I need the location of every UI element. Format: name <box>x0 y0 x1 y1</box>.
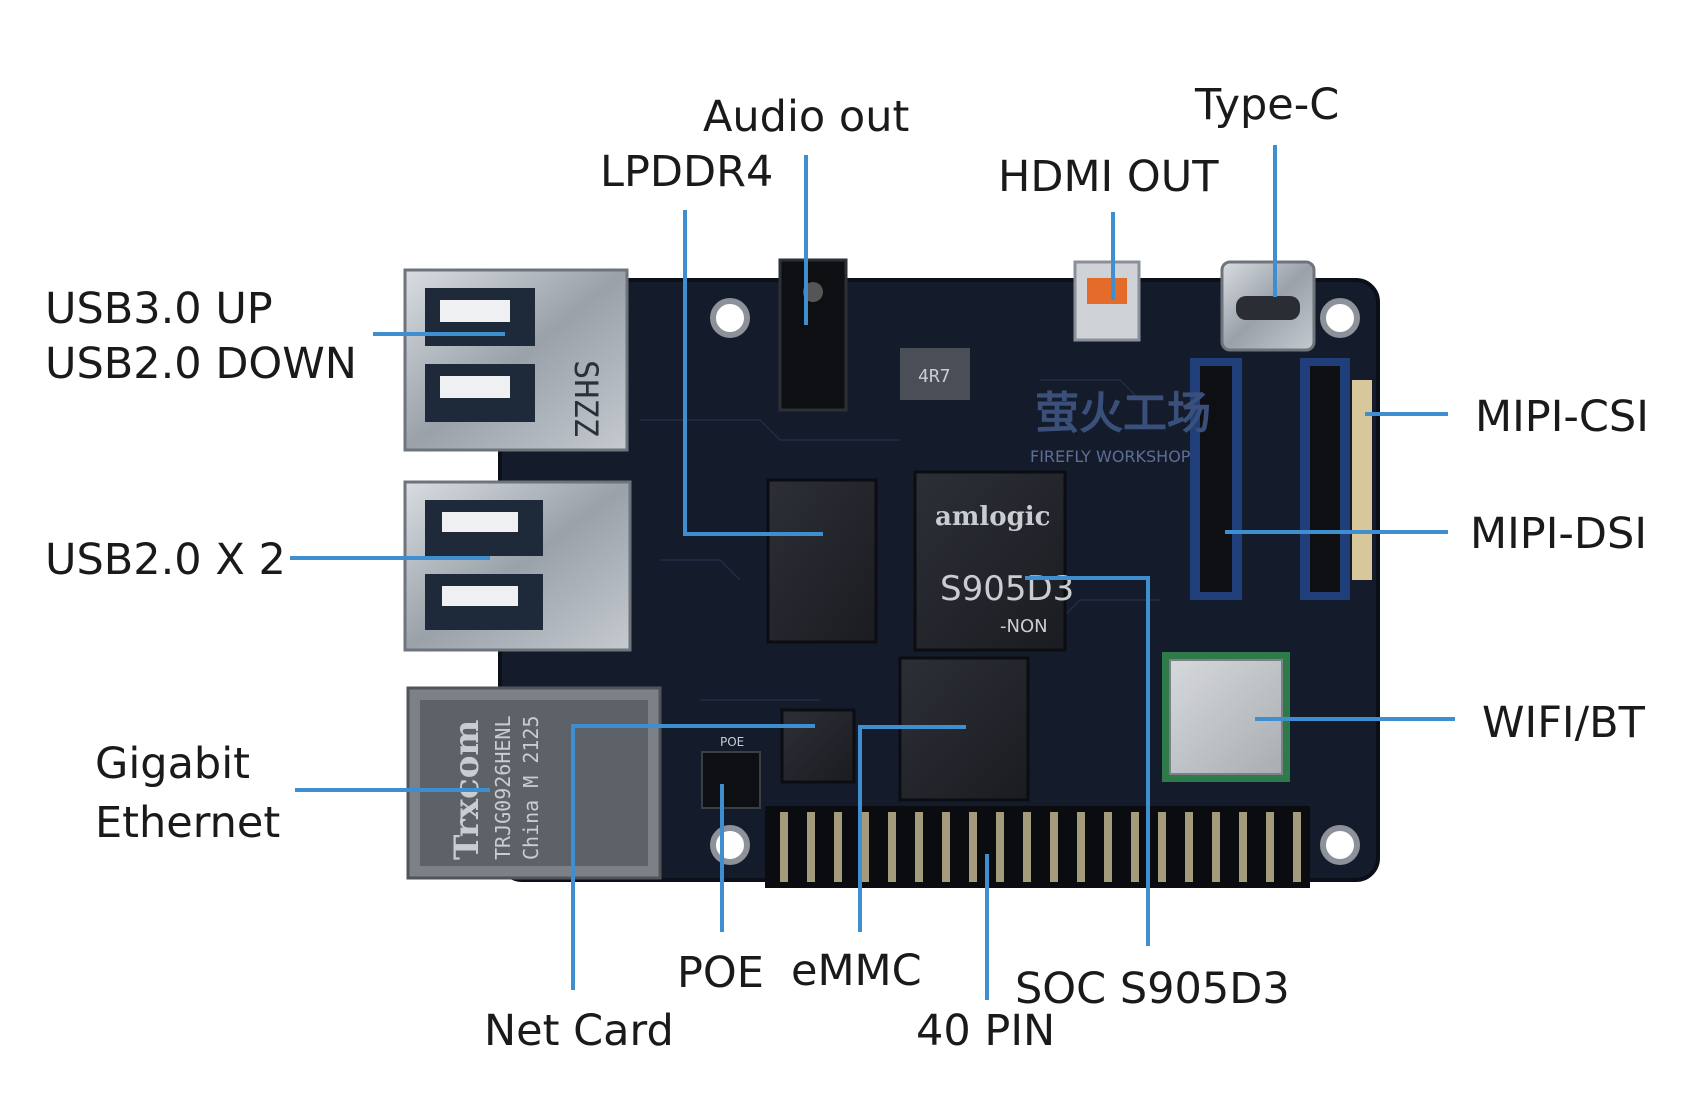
label-wifi-bt: WIFI/BT <box>1482 698 1645 748</box>
usb2-port <box>403 480 632 652</box>
label-40-pin: 40 PIN <box>916 1006 1056 1056</box>
poe-marking: POE <box>720 735 744 749</box>
label-emmc: eMMC <box>791 946 922 996</box>
gpio-40pin-header <box>765 806 1310 888</box>
label-poe: POE <box>677 948 764 998</box>
label-gigabit: Gigabit <box>95 739 251 789</box>
label-ethernet: Ethernet <box>95 798 281 848</box>
usb-port-marking: SHZZ <box>567 360 605 437</box>
leader-lines <box>290 145 1455 1000</box>
label-audio-out: Audio out <box>703 92 910 142</box>
leader-lpddr4 <box>683 210 823 536</box>
poe-header: POE <box>701 735 761 809</box>
leader-soc <box>1025 576 1150 946</box>
label-usb2-x2: USB2.0 X 2 <box>45 535 286 585</box>
audio-jack <box>778 258 848 412</box>
eth-part-marking: TRJG0926HENL <box>491 716 515 861</box>
soc-chip: amlogic S905D3 -NON <box>913 470 1074 652</box>
label-net-card: Net Card <box>484 1006 674 1056</box>
label-type-c: Type-C <box>1195 80 1340 130</box>
label-usb3-up: USB3.0 UP <box>45 284 273 334</box>
label-usb2-down: USB2.0 DOWN <box>45 339 357 389</box>
ethernet-jack: Trxcom TRJG0926HENL China M 2125 <box>406 686 662 880</box>
vendor-logo-subtext: FIREFLY WORKSHOP <box>1030 447 1191 466</box>
netcard-chip <box>780 708 856 784</box>
leader-emmc <box>858 725 966 932</box>
hdmi-connector <box>1073 260 1141 342</box>
inductor-marking: 4R7 <box>918 366 951 387</box>
label-lpddr4: LPDDR4 <box>600 147 774 197</box>
soc-suffix-marking: -NON <box>1000 616 1048 637</box>
label-mipi-dsi: MIPI-DSI <box>1470 509 1647 559</box>
label-hdmi-out: HDMI OUT <box>998 152 1219 202</box>
inductor: 4R7 <box>900 348 970 400</box>
leader-netcard <box>571 724 815 990</box>
typec-connector <box>1220 260 1316 352</box>
eth-origin-marking: China M 2125 <box>519 716 543 861</box>
lpddr4-chip <box>766 478 878 644</box>
soc-brand-marking: amlogic <box>935 502 1050 532</box>
label-mipi-csi: MIPI-CSI <box>1475 392 1649 442</box>
usb3-port: SHZZ <box>403 268 629 452</box>
soc-model-marking: S905D3 <box>940 569 1074 609</box>
label-soc: SOC S905D3 <box>1015 964 1290 1014</box>
vendor-logo-text: 萤火工场 <box>1035 388 1211 439</box>
